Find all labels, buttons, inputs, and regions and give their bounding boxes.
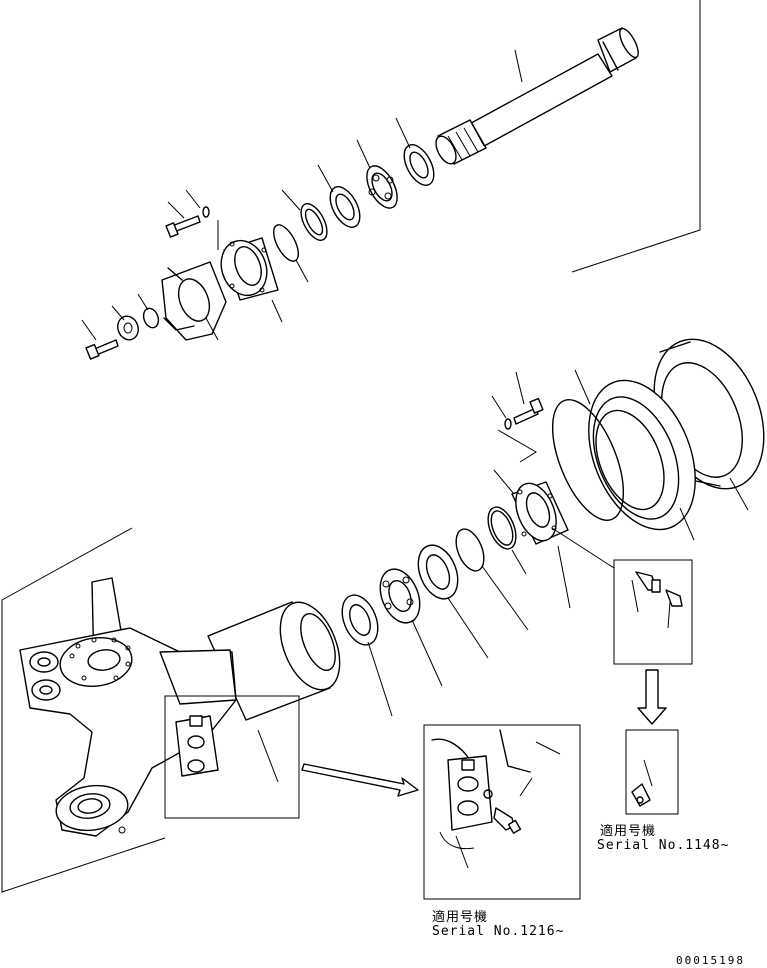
axle-shaft: [435, 0, 701, 273]
bearing-cover-top: [165, 189, 283, 323]
serial-label-1148: Serial No.1148~: [597, 838, 730, 853]
detail-box-bearing-fitting: [613, 559, 693, 665]
detail-arrow-right: [301, 763, 419, 797]
drawing-number: 00015198: [676, 954, 745, 967]
serial-label-1216: Serial No.1216~: [432, 924, 565, 939]
down-arrow: [637, 669, 667, 725]
serial-label-1148-heading: 適用号機: [600, 824, 657, 839]
seal-and-bearing-lower: [341, 544, 489, 717]
snap-rings: [455, 506, 529, 631]
serial-label-1216-heading: 適用号機: [432, 910, 489, 925]
yoke-top: [81, 261, 227, 360]
bearing-cage: [493, 469, 615, 609]
hub-bolt: [491, 371, 544, 463]
brake-drum: [574, 369, 696, 541]
shaft-bearing-stack: [272, 117, 435, 283]
detail-box-serial-1148: [625, 729, 679, 815]
zoom-box-knuckle: [164, 695, 300, 819]
seal-ring-large: [551, 399, 625, 521]
detail-box-serial-1216: [423, 724, 581, 900]
axle-housing: [1, 527, 341, 893]
